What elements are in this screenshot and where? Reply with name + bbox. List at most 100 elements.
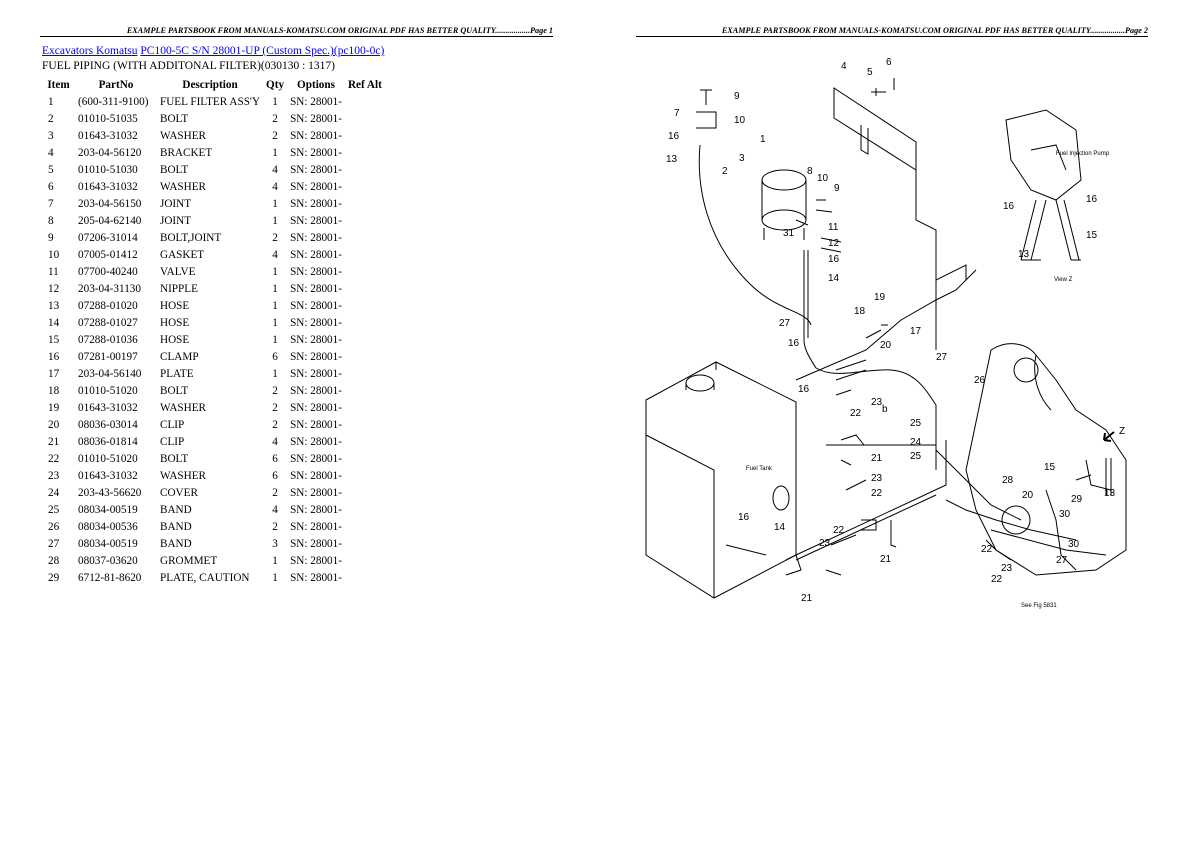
svg-text:23: 23	[871, 473, 883, 484]
cell-item: 23	[48, 469, 60, 482]
cell-ref-alt	[345, 331, 385, 348]
cell-partno: 07700-40240	[78, 265, 138, 278]
cell-ref-alt	[345, 433, 385, 450]
svg-text:20: 20	[880, 340, 892, 351]
cell-description: COVER	[160, 486, 198, 499]
cell-item: 9	[48, 231, 54, 244]
cell-item: 10	[48, 248, 60, 261]
cell-partno: 07288-01036	[78, 333, 138, 346]
svg-text:25: 25	[910, 451, 922, 462]
cell-options: SN: 28001-	[290, 112, 342, 125]
cell-qty: 3	[272, 537, 278, 550]
cell-ref-alt	[345, 212, 385, 229]
cell-partno: 01010-51030	[78, 163, 138, 176]
cell-ref-alt	[345, 365, 385, 382]
cell-partno: 01643-31032	[78, 401, 138, 414]
cell-qty: 1	[272, 146, 278, 159]
svg-text:16: 16	[798, 384, 810, 395]
svg-text:7: 7	[674, 108, 680, 119]
cell-options: SN: 28001-	[290, 554, 342, 567]
cell-item: 18	[48, 384, 60, 397]
cell-qty: 2	[272, 112, 278, 125]
cell-ref-alt	[345, 246, 385, 263]
cell-qty: 4	[272, 435, 278, 448]
svg-text:b: b	[882, 404, 888, 415]
svg-text:16: 16	[1003, 201, 1015, 212]
svg-text:10: 10	[817, 173, 829, 184]
svg-text:19: 19	[874, 292, 886, 303]
svg-text:16: 16	[1086, 194, 1098, 205]
cell-partno: 01010-51020	[78, 384, 138, 397]
breadcrumb-link-model[interactable]: PC100-5C S/N 28001-UP (Custom Spec.)(pc1…	[140, 45, 385, 57]
header-rule-left	[40, 36, 553, 37]
cell-qty: 1	[272, 316, 278, 329]
cell-description: WASHER	[160, 401, 206, 414]
cell-item: 16	[48, 350, 60, 363]
svg-text:21: 21	[801, 593, 813, 604]
svg-text:11: 11	[828, 222, 839, 233]
cell-options: SN: 28001-	[290, 401, 342, 414]
cell-options: SN: 28001-	[290, 469, 342, 482]
svg-text:14: 14	[774, 522, 786, 533]
cell-partno: 07288-01027	[78, 316, 138, 329]
cell-description: VALVE	[160, 265, 196, 278]
cell-options: SN: 28001-	[290, 333, 342, 346]
svg-text:21: 21	[880, 554, 892, 565]
cell-ref-alt	[345, 518, 385, 535]
cell-qty: 2	[272, 129, 278, 142]
cell-options: SN: 28001-	[290, 520, 342, 533]
cell-ref-alt	[345, 178, 385, 195]
col-header-options: Options	[297, 78, 335, 91]
svg-text:16: 16	[788, 338, 800, 349]
cell-ref-alt	[345, 297, 385, 314]
breadcrumb-link-excavators[interactable]: Excavators Komatsu	[42, 45, 138, 57]
cell-description: FUEL FILTER ASS'Y	[160, 95, 261, 108]
svg-text:10: 10	[734, 115, 746, 126]
svg-text:22: 22	[850, 408, 862, 419]
cell-qty: 6	[272, 469, 278, 482]
cell-partno: 07005-01412	[78, 248, 138, 261]
cell-ref-alt	[345, 263, 385, 280]
cell-qty: 1	[272, 299, 278, 312]
cell-options: SN: 28001-	[290, 95, 342, 108]
cell-item: 21	[48, 435, 60, 448]
cell-options: SN: 28001-	[290, 248, 342, 261]
cell-item: 13	[48, 299, 60, 312]
svg-text:16: 16	[828, 254, 840, 265]
cell-qty: 4	[272, 180, 278, 193]
cell-partno: 01010-51035	[78, 112, 138, 125]
svg-text:13: 13	[1018, 249, 1030, 260]
cell-partno: 203-04-56150	[78, 197, 142, 210]
svg-text:18: 18	[854, 306, 866, 317]
cell-description: JOINT	[160, 197, 192, 210]
svg-text:9: 9	[834, 183, 840, 194]
view-label: View Z	[1054, 277, 1073, 283]
parts-table-header: Item PartNo Description Qty Options Ref …	[42, 76, 385, 93]
svg-text:20: 20	[1022, 490, 1034, 501]
cell-ref-alt	[345, 416, 385, 433]
cell-partno: 08036-01814	[78, 435, 138, 448]
cell-item: 8	[48, 214, 54, 227]
cell-description: BOLT	[160, 112, 189, 125]
cell-partno: 08034-00536	[78, 520, 138, 533]
cell-ref-alt	[345, 280, 385, 297]
cell-partno: 203-04-56140	[78, 367, 142, 380]
cell-ref-alt	[345, 450, 385, 467]
cell-qty: 2	[272, 520, 278, 533]
svg-text:8: 8	[807, 166, 813, 177]
cell-item: 7	[48, 197, 54, 210]
cell-ref-alt	[345, 484, 385, 501]
cell-options: SN: 28001-	[290, 350, 342, 363]
cell-partno: 01010-51020	[78, 452, 138, 465]
cell-options: SN: 28001-	[290, 537, 342, 550]
